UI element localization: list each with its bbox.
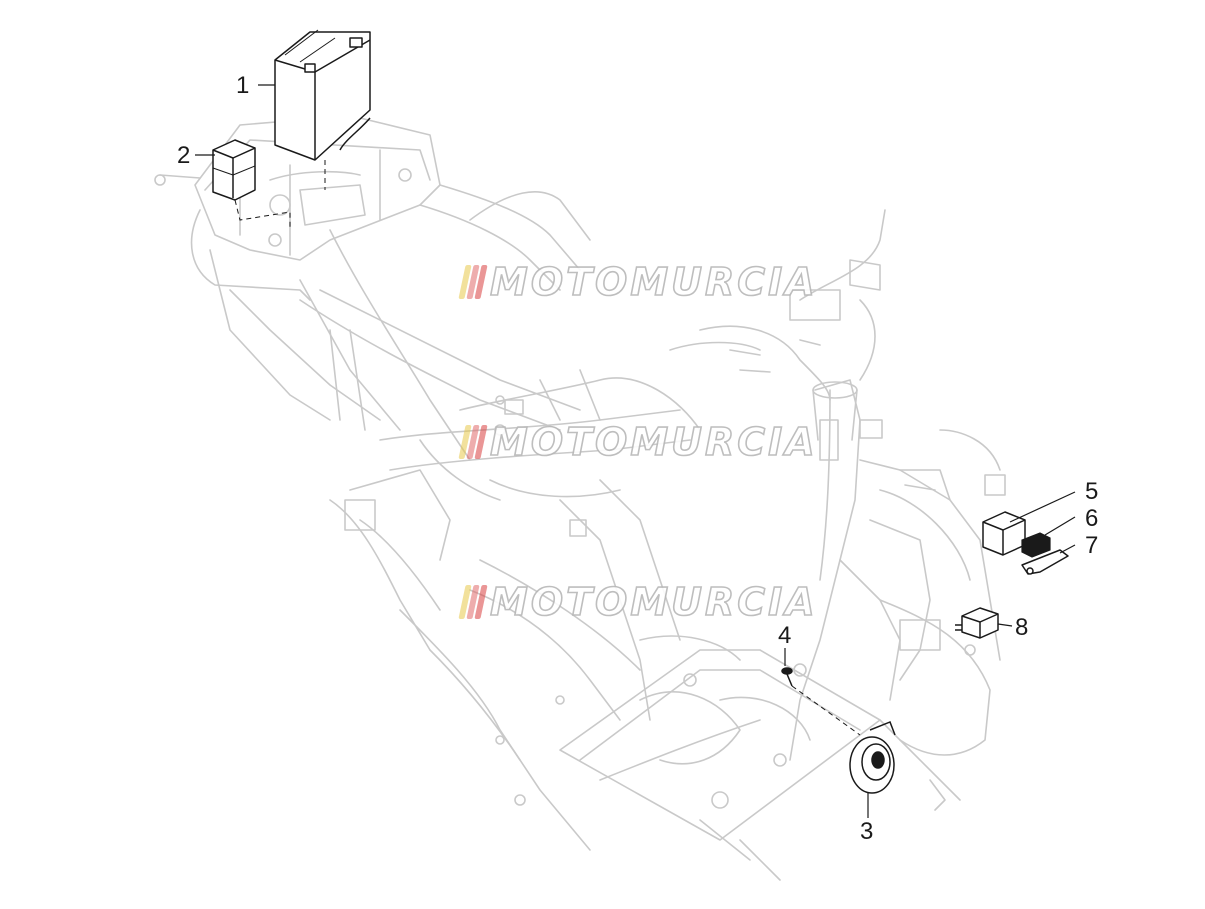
part-1-battery: [274, 29, 371, 161]
assembly-lines: [234, 160, 861, 736]
part-2-module: [212, 139, 256, 201]
leader-lines: [195, 84, 1076, 818]
watermark-text: MOTOMURCIA: [489, 259, 818, 305]
part-3-horn: [849, 721, 896, 794]
callout-1: 1: [236, 72, 250, 99]
part-6-cover: [1021, 532, 1051, 558]
watermark-text: MOTOMURCIA: [489, 419, 818, 465]
watermark-logo: MOTOMURCIA: [458, 579, 818, 625]
callout-5: 5: [1085, 478, 1099, 505]
watermark-stripes: [458, 425, 488, 459]
callout-8: 8: [1015, 614, 1029, 641]
scooter-frame: [154, 117, 1006, 881]
callout-6: 6: [1085, 505, 1099, 532]
watermark-logo: MOTOMURCIA: [458, 259, 818, 305]
part-8-relay: [955, 607, 999, 639]
watermark-stripes: [458, 265, 488, 299]
leader-7: [1059, 544, 1076, 554]
callout-4: 4: [778, 622, 792, 649]
callout-2: 2: [177, 142, 191, 169]
callout-3: 3: [860, 818, 874, 845]
part-5-relay: [982, 511, 1026, 556]
watermark-text: MOTOMURCIA: [489, 579, 818, 625]
callout-7: 7: [1085, 532, 1099, 559]
leader-5: [1009, 491, 1076, 523]
watermark-stripes: [458, 585, 488, 619]
part-4-screw: [781, 667, 793, 687]
watermark-logo: MOTOMURCIA: [458, 419, 818, 465]
part-7-bracket: [1021, 549, 1069, 575]
leader-8: [997, 623, 1013, 627]
leader-6: [1044, 516, 1076, 536]
